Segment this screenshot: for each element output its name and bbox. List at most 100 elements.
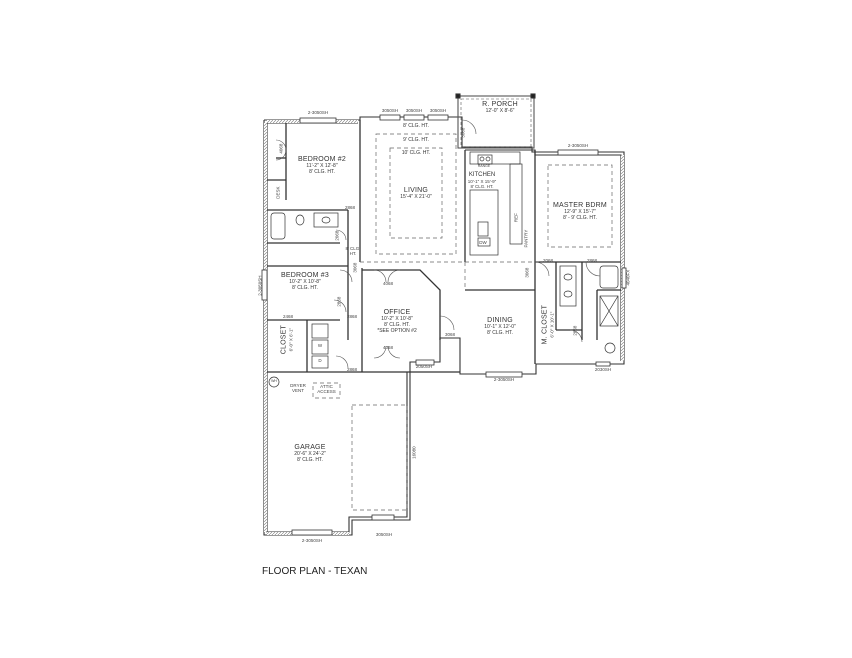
- door-swings: [275, 119, 601, 369]
- door-bed2: 2868: [344, 205, 355, 210]
- interior-walls: [267, 120, 624, 373]
- window-dining-bottom: 2-3050SH: [493, 377, 515, 382]
- plan-title: FLOOR PLAN - TEXAN: [262, 566, 368, 577]
- living-name: LIVING: [403, 187, 429, 194]
- dining-name: DINING: [487, 317, 513, 324]
- garage-ceiling: 8' CLG. HT.: [297, 456, 323, 463]
- kitchen-counters: [469, 151, 523, 256]
- window-office-bottom: 2050SH: [415, 364, 433, 369]
- door-bath2: 2068: [334, 230, 340, 241]
- window-garage-bottom: 2-3050SH: [301, 538, 323, 543]
- ceiling-outlines: [312, 133, 613, 511]
- bedroom2-dims: 11'-2" X 12'-8": [306, 163, 338, 170]
- window-master-top: 2-3050SH: [567, 143, 589, 148]
- master-label: MASTER BDRM 12'-9" X 15'-7" 8' - 9' CLG.…: [545, 202, 615, 222]
- wall-hatch-left: [264, 123, 267, 532]
- kitchen-ceiling: 8' CLG. HT.: [470, 184, 494, 190]
- ref-label: REF: [513, 213, 519, 223]
- office-note: *SEE OPTION #2: [377, 327, 417, 334]
- door-master-bath2: 2868: [586, 258, 597, 263]
- dryer-vent-1: DRYER: [290, 383, 306, 388]
- door-master-bath: 2068: [542, 258, 553, 263]
- exterior-walls: [263, 116, 625, 536]
- door-mcloset: 2868: [572, 325, 578, 336]
- office-name: OFFICE: [383, 309, 411, 316]
- master-ceiling: 8' - 9' CLG. HT.: [563, 214, 597, 221]
- porch-name: R. PORCH: [482, 101, 518, 108]
- mcloset-name: M. CLOSET: [541, 304, 549, 345]
- range-label: RANGE: [477, 164, 491, 168]
- bath-fixtures: [270, 212, 619, 369]
- door-bed2-closet: 4068: [278, 143, 284, 154]
- door-hall: 3068: [352, 262, 358, 273]
- pantry-label: PANTRY: [523, 229, 529, 248]
- window-bed2-top: 2-3050SH: [307, 110, 329, 115]
- master-dims: 12'-9" X 15'-7": [564, 209, 596, 216]
- dining-label: DINING 10'-1" X 12'-0" 8' CLG. HT.: [470, 317, 530, 337]
- bedroom3-ceiling: 8' CLG. HT.: [292, 284, 318, 291]
- garage-name: GARAGE: [294, 444, 326, 451]
- kitchen-label: KITCHEN 10'-1" X 15'-9" 8' CLG. HT.: [462, 172, 502, 189]
- bedroom3-name: BEDROOM #3: [281, 272, 329, 279]
- attic-2: ACCESS: [317, 389, 336, 395]
- door-bed3: 2868: [336, 296, 342, 307]
- window-living-3: 3050SH: [429, 108, 447, 113]
- door-office-top: 4068: [382, 281, 393, 286]
- window-garage-bottom2: 3050SH: [375, 532, 393, 537]
- living-label: LIVING 15'-4" X 21'-0": [376, 187, 456, 201]
- porch-dims: 12'-0" X 8'-6": [485, 108, 515, 115]
- bedroom3-label: BEDROOM #3 10'-2" X 10'-8" 8' CLG. HT.: [275, 272, 335, 292]
- washer-label: W: [317, 343, 323, 348]
- garage-door-label: 16080: [411, 446, 417, 459]
- bedroom2-label: BEDROOM #2 11'-2" X 12'-8" 8' CLG. HT.: [292, 156, 352, 176]
- window-living-1: 3050SH: [381, 108, 399, 113]
- wall-hatch-right: [621, 155, 624, 361]
- dryer-label: D: [318, 358, 322, 363]
- closet-dims: 6'-0" X 6'-1": [288, 327, 294, 352]
- windows: [261, 114, 627, 536]
- window-master-bath-bottom: 2030SH: [594, 367, 612, 372]
- door-master: 3068: [524, 267, 530, 278]
- kitchen-dims: 10'-1" X 15'-9": [467, 178, 497, 184]
- door-office-bottom: 4068: [382, 345, 393, 350]
- hall-ceiling-1: 8' CLG.: [345, 246, 361, 251]
- mcloset-dims: 6'-0" X 10'-1": [549, 311, 555, 338]
- dryer-vent-2: VENT: [291, 388, 304, 394]
- office-ceiling: 8' CLG. HT.: [384, 321, 410, 328]
- hall-ceiling: 8' CLG. HT.: [338, 246, 368, 256]
- bedroom3-dims: 10'-2" X 10'-8": [289, 279, 321, 286]
- attic-1: ATTIC: [320, 384, 333, 389]
- kitchen-name: KITCHEN: [468, 172, 496, 178]
- garage-label: GARAGE 20'-6" X 24'-2" 8' CLG. HT.: [280, 444, 340, 464]
- dryer-vent-label: DRYER VENT: [286, 383, 310, 393]
- wh-label: WH: [271, 379, 277, 383]
- living-ceiling-inner: 10' CLG. HT.: [401, 150, 431, 156]
- living-ceiling-outer: 8' CLG. HT.: [403, 123, 429, 129]
- window-living-2: 3050SH: [405, 108, 423, 113]
- door-bed3-closet: 2468: [282, 314, 293, 319]
- hall-ceiling-2: HT.: [349, 251, 357, 257]
- mcloset-label: M. CLOSET 6'-0" X 10'-1": [541, 297, 554, 353]
- window-master-bath-side: 4040FX: [625, 269, 631, 286]
- door-dining-entry: 3068: [444, 332, 455, 337]
- desk-label: DESK: [275, 186, 281, 199]
- dw-label: DW: [479, 240, 487, 245]
- bedroom2-ceiling: 8' CLG. HT.: [309, 168, 335, 175]
- porch-outline: [457, 95, 535, 149]
- bedroom2-name: BEDROOM #2: [298, 156, 346, 163]
- living-dims: 15'-4" X 21'-0": [400, 194, 432, 201]
- dining-ceiling: 8' CLG. HT.: [487, 329, 513, 336]
- office-label: OFFICE 10'-2" X 10'-8" 8' CLG. HT. *SEE …: [366, 309, 428, 334]
- door-bed3-entry: 2868: [346, 314, 357, 319]
- door-laundry: 2868: [346, 367, 357, 372]
- porch-label: R. PORCH 12'-0" X 8'-6": [470, 101, 530, 115]
- living-ceiling-mid: 9' CLG. HT.: [403, 137, 429, 143]
- office-dims: 10'-2" X 10'-8": [381, 316, 413, 323]
- closet-label: CLOSET 6'-0" X 6'-1": [280, 315, 293, 365]
- attic-access-label: ATTIC ACCESS: [313, 384, 340, 394]
- garage-dims: 20'-6" X 24'-2": [294, 451, 326, 458]
- window-bed3-side: 2-3050SH: [257, 275, 263, 296]
- closet-name: CLOSET: [280, 325, 288, 355]
- door-porch: 3068: [460, 127, 466, 138]
